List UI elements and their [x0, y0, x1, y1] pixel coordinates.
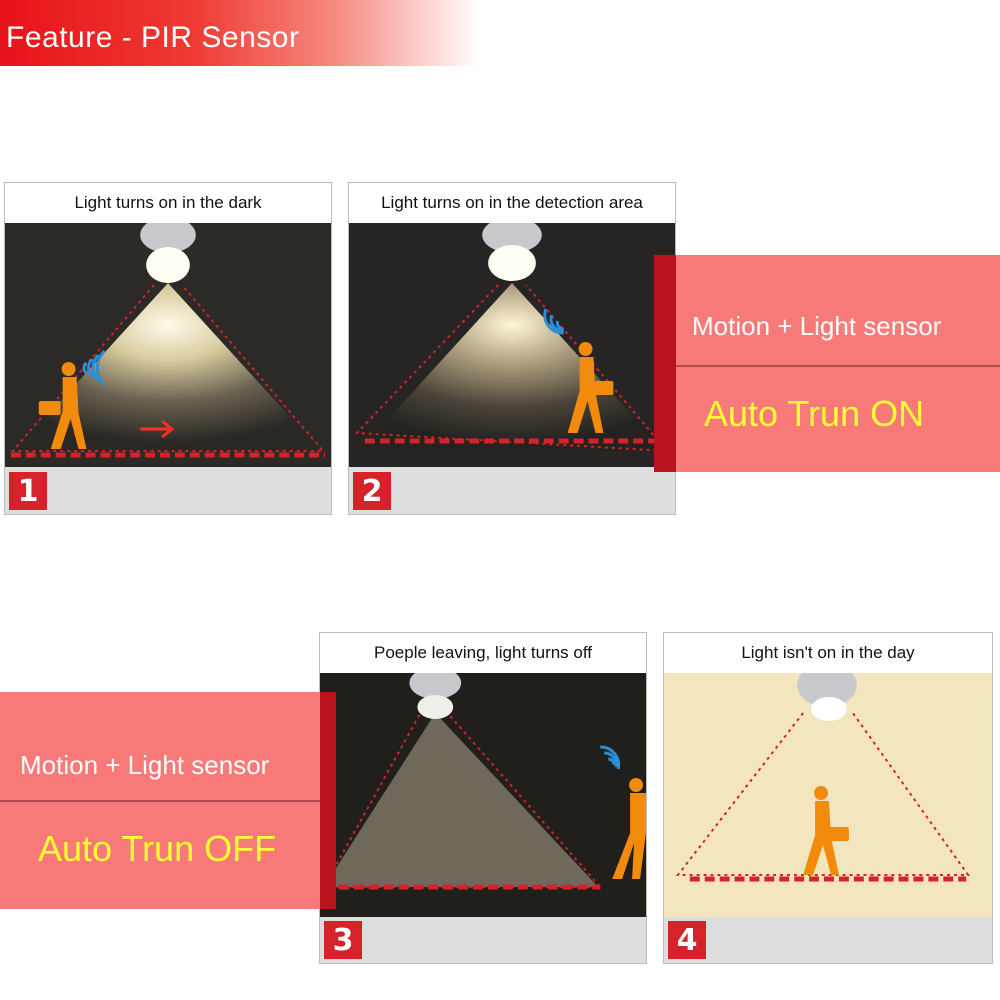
- scene-daytime: [664, 673, 992, 919]
- auto-off-label: Auto Trun OFF: [38, 828, 277, 869]
- panel-footer: 3: [320, 917, 646, 963]
- header-banner: [0, 0, 480, 66]
- step-number-badge: 2: [353, 472, 391, 510]
- bulb-icon: [140, 223, 196, 283]
- scene-dark: [5, 223, 331, 469]
- step-number-badge: 1: [9, 472, 47, 510]
- person-walking-icon: [567, 342, 614, 433]
- bulb-icon: [797, 673, 857, 721]
- auto-on-label: Auto Trun ON: [704, 393, 925, 434]
- panel-caption: Light turns on in the detection area: [349, 183, 675, 224]
- panel-footer: 2: [349, 467, 675, 514]
- person-walking-icon: [38, 362, 87, 449]
- scene-leaving: [320, 673, 646, 919]
- page-title: Feature - PIR Sensor: [6, 21, 300, 54]
- panel-caption: Light turns on in the dark: [5, 183, 331, 224]
- panel-3: Poeple leaving, light turns off 3: [319, 632, 647, 964]
- callout-auto-off: Motion + Light sensor Auto Trun OFF: [0, 692, 336, 909]
- callout-auto-on: Motion + Light sensor Auto Trun ON: [654, 255, 1000, 472]
- scene-detection-area: [349, 223, 675, 469]
- panel-caption: Poeple leaving, light turns off: [320, 633, 646, 674]
- step-number-badge: 3: [324, 921, 362, 959]
- motion-wave-icon: [600, 745, 621, 770]
- bulb-icon: [409, 673, 462, 719]
- bulb-icon: [482, 223, 542, 281]
- panel-2: Light turns on in the detection area: [348, 182, 676, 515]
- step-number-badge: 4: [668, 921, 706, 959]
- motion-wave-icon: [543, 308, 564, 335]
- panel-footer: 4: [664, 917, 992, 963]
- sensor-label: Motion + Light sensor: [20, 750, 270, 780]
- panel-footer: 1: [5, 467, 331, 514]
- person-walking-icon: [612, 778, 646, 879]
- sensor-label: Motion + Light sensor: [692, 311, 942, 341]
- motion-wave-icon: [82, 349, 106, 387]
- panel-caption: Light isn't on in the day: [664, 633, 992, 674]
- person-walking-icon: [803, 786, 849, 875]
- panel-4: Light isn't on in the day 4: [663, 632, 993, 964]
- arrow-right-icon: [140, 419, 175, 439]
- panel-1: Light turns on in the dark: [4, 182, 332, 515]
